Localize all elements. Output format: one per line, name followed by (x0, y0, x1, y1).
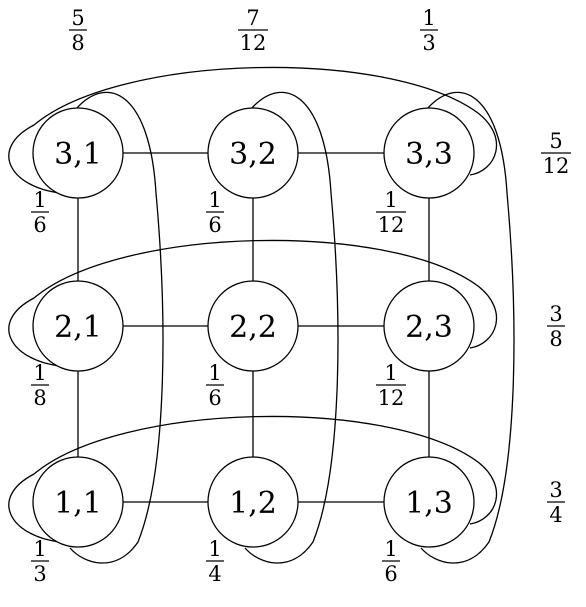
node-circle (207, 107, 299, 199)
node-weight-numerator: 1 (384, 188, 397, 212)
node-weight: 16 (206, 188, 224, 237)
row-total-numerator: 5 (549, 129, 562, 153)
column-total: 58 (69, 6, 87, 55)
node-weight-denominator: 6 (33, 213, 46, 237)
node-weight-denominator: 12 (378, 386, 405, 410)
node-label: 1,1 (54, 486, 102, 521)
node-weight-denominator: 4 (208, 562, 221, 586)
node-weight: 112 (376, 361, 406, 410)
node-weight: 13 (31, 537, 49, 586)
node-weight-numerator: 1 (33, 361, 46, 385)
node-circle (383, 456, 475, 548)
node-weight: 14 (206, 537, 224, 586)
node-circle (32, 107, 124, 199)
node-circle (383, 107, 475, 199)
column-loop-2 (244, 91, 339, 564)
node-label: 1,3 (405, 486, 453, 521)
column-total-denominator: 3 (422, 31, 435, 55)
row-total-denominator: 12 (543, 154, 570, 178)
node-weight-denominator: 6 (384, 562, 397, 586)
row-total-numerator: 3 (549, 302, 562, 326)
node-weight-denominator: 6 (208, 386, 221, 410)
node-weight: 16 (31, 188, 49, 237)
row-total-numerator: 3 (549, 478, 562, 502)
node-weight-numerator: 1 (384, 537, 397, 561)
node-weight: 112 (376, 188, 406, 237)
node-label: 3,3 (405, 137, 453, 172)
column-total: 712 (238, 6, 268, 55)
node-label: 3,2 (229, 137, 277, 172)
column-total-denominator: 12 (240, 31, 267, 55)
node-weight-denominator: 3 (33, 562, 46, 586)
column-loop-1 (69, 91, 164, 564)
row-loop-1 (8, 66, 497, 194)
node-circle (32, 456, 124, 548)
node-weight: 16 (382, 537, 400, 586)
column-loop-3 (420, 91, 515, 564)
node-circle (383, 280, 475, 372)
node-weight-denominator: 12 (378, 213, 405, 237)
node-circle (207, 280, 299, 372)
node-weight-denominator: 6 (208, 213, 221, 237)
node-label: 2,1 (54, 310, 102, 345)
column-total-numerator: 5 (71, 6, 84, 30)
row-loop-2 (8, 239, 497, 367)
node-label: 2,2 (229, 310, 277, 345)
column-total: 13 (420, 6, 438, 55)
node-weight-numerator: 1 (33, 537, 46, 561)
row-total-denominator: 4 (549, 503, 562, 527)
node-label: 2,3 (405, 310, 453, 345)
row-loop-3 (8, 415, 497, 543)
node-weight-numerator: 1 (384, 361, 397, 385)
node-weight-numerator: 1 (208, 537, 221, 561)
row-total: 38 (547, 302, 565, 351)
node-weight-numerator: 1 (33, 188, 46, 212)
node-weight: 16 (206, 361, 224, 410)
node-circle (207, 456, 299, 548)
column-total-denominator: 8 (71, 31, 84, 55)
node-weight-numerator: 1 (208, 188, 221, 212)
row-total: 512 (541, 129, 571, 178)
node-weight-numerator: 1 (208, 361, 221, 385)
node-circle (32, 280, 124, 372)
column-total-numerator: 7 (246, 6, 259, 30)
column-total-numerator: 1 (422, 6, 435, 30)
node-weight-denominator: 8 (33, 386, 46, 410)
node-label: 3,1 (54, 137, 102, 172)
row-total-denominator: 8 (549, 327, 562, 351)
row-total: 34 (547, 478, 565, 527)
node-label: 1,2 (229, 486, 277, 521)
node-weight: 18 (31, 361, 49, 410)
